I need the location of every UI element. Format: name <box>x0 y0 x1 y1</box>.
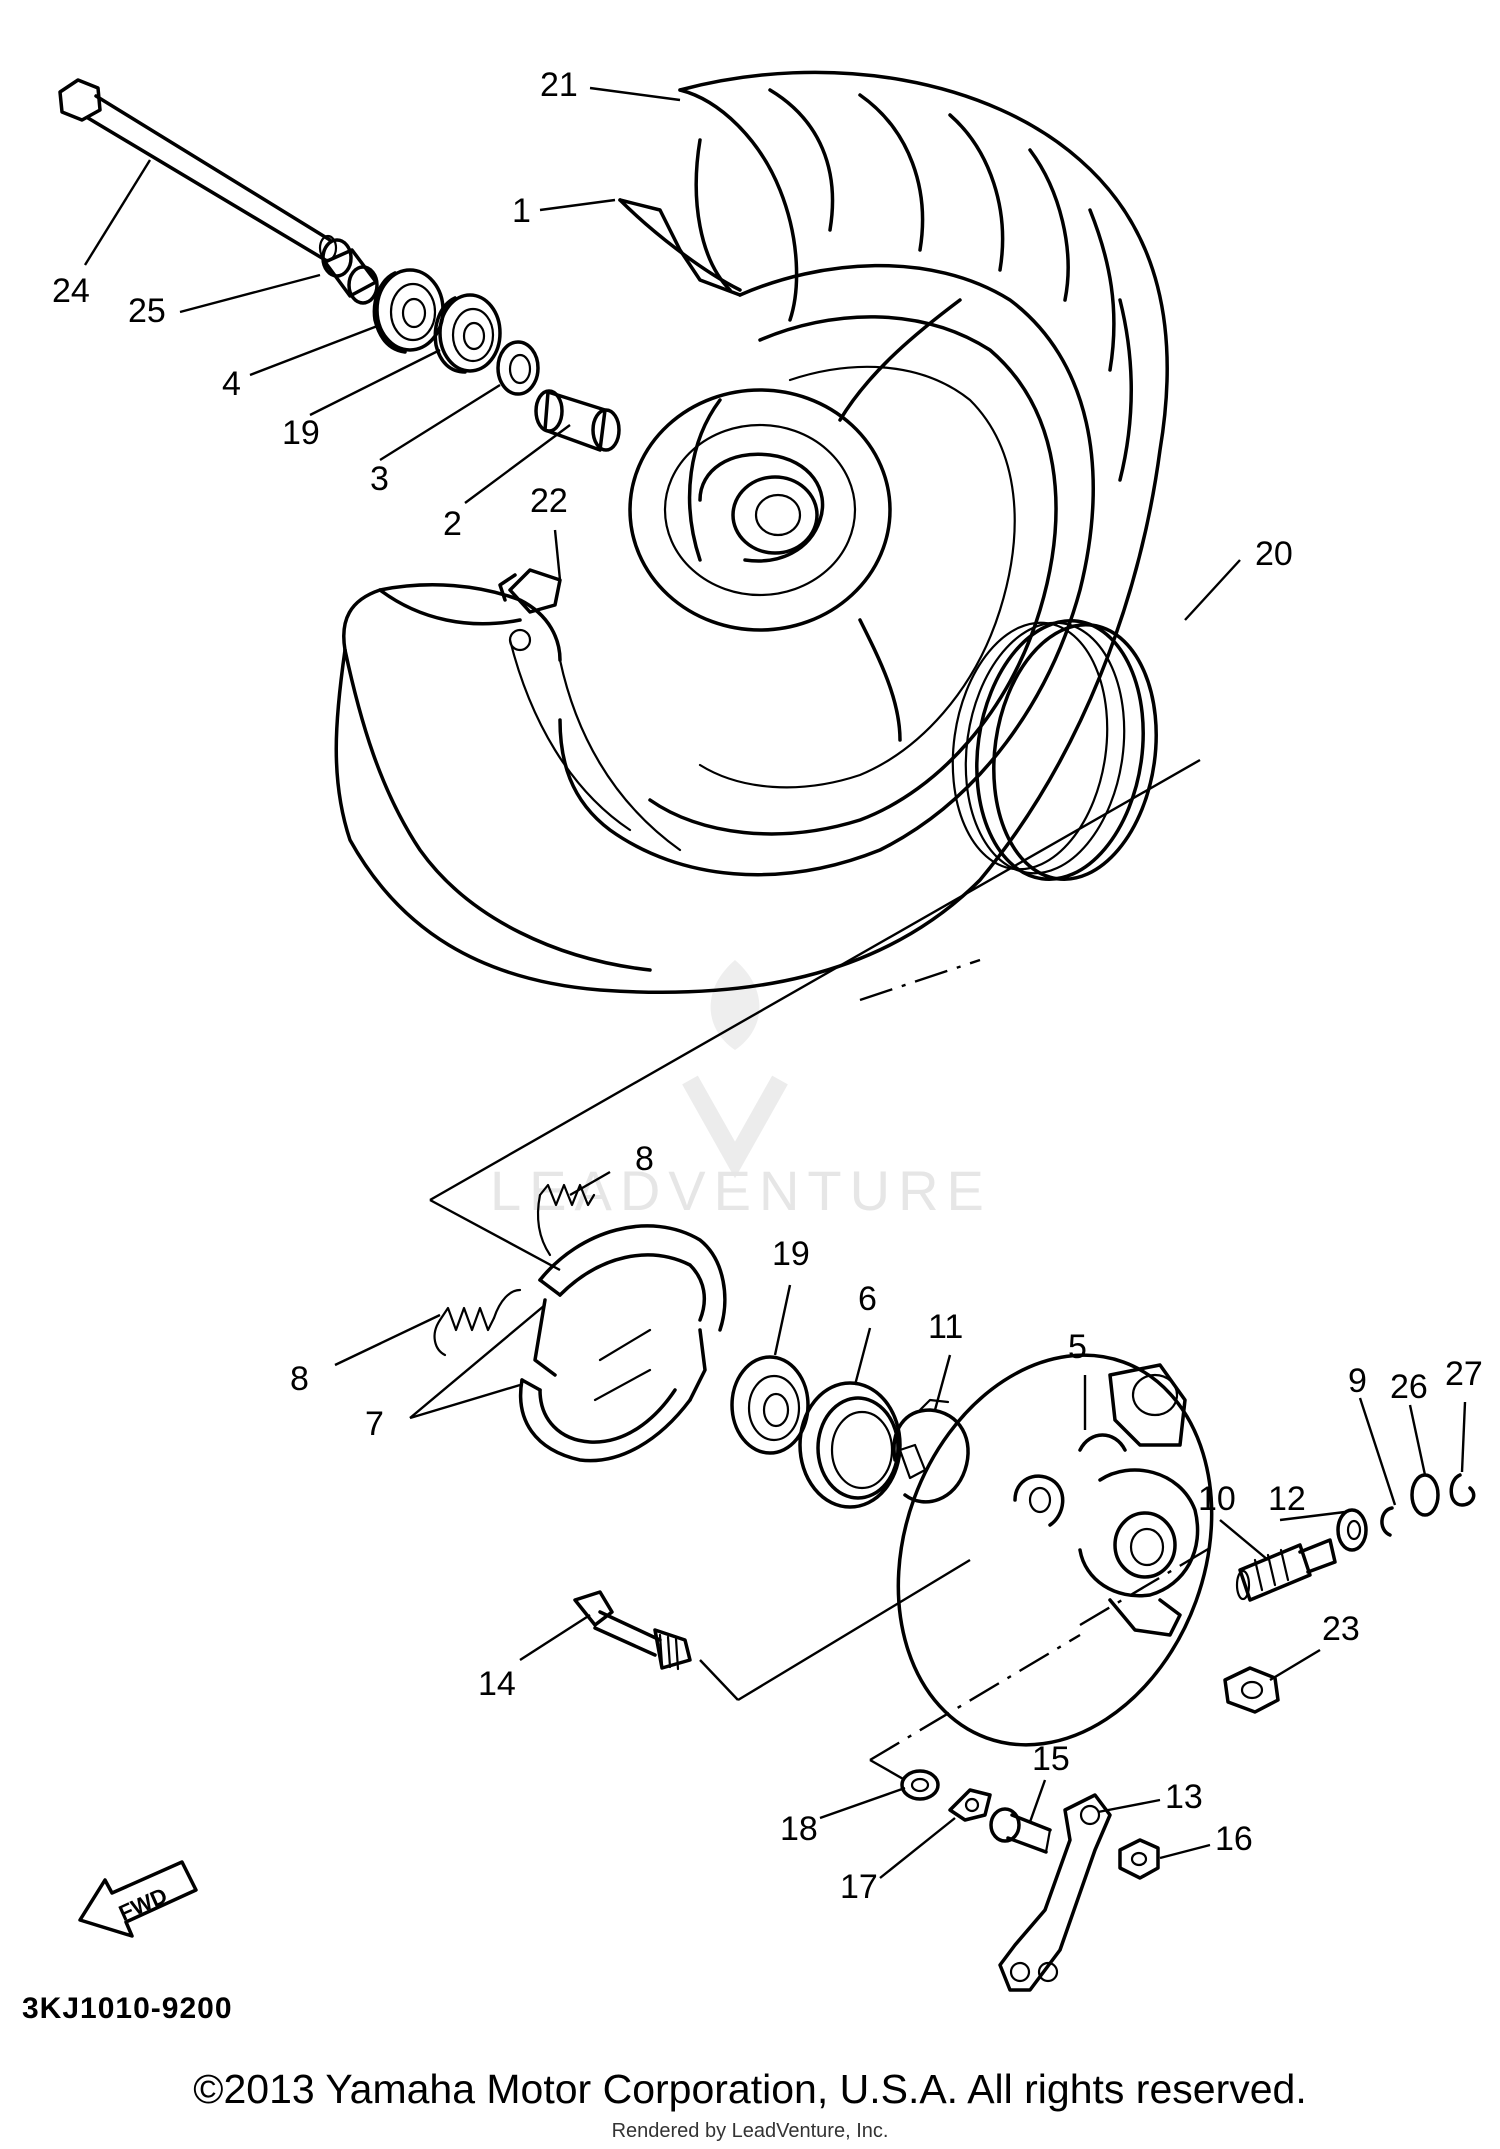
oil-seal-6 <box>798 1381 902 1509</box>
brake-shoes-7 <box>518 1224 727 1463</box>
label-part-27: 27 <box>1445 1355 1483 1393</box>
spacer-3 <box>496 340 540 396</box>
label-part-4: 4 <box>222 365 241 403</box>
bolt-15 <box>989 1807 1052 1854</box>
collar-25 <box>321 238 379 305</box>
washer-18 <box>900 1769 940 1801</box>
label-part-10: 10 <box>1198 1480 1236 1518</box>
label-part-7: 7 <box>365 1405 384 1443</box>
label-part-8b: 8 <box>290 1360 309 1398</box>
bearing-19-upper <box>433 293 502 374</box>
gear-10 <box>1235 1538 1337 1602</box>
label-part-22: 22 <box>530 482 568 520</box>
nut-16 <box>1118 1838 1160 1880</box>
indicator-17 <box>948 1788 992 1822</box>
group-lines <box>429 758 1216 1782</box>
spring-8-upper <box>536 1183 596 1257</box>
spring-8-left <box>433 1288 522 1357</box>
gear-11 <box>892 1398 970 1504</box>
label-part-12: 12 <box>1268 1480 1306 1518</box>
part-labels: 21 1 24 25 4 19 3 2 22 20 8 8 7 19 6 11 … <box>52 66 1483 1906</box>
label-part-23: 23 <box>1322 1610 1360 1648</box>
label-part-13: 13 <box>1165 1778 1203 1816</box>
watermark: LEADVENTURE <box>490 960 992 1222</box>
camshaft-14 <box>573 1590 692 1671</box>
label-part-25: 25 <box>128 292 166 330</box>
washer-12 <box>1336 1508 1368 1552</box>
fwd-arrow: FWD <box>78 1860 198 1938</box>
label-part-17: 17 <box>840 1868 878 1906</box>
rendered-by-credit: Rendered by LeadVenture, Inc. <box>611 2120 889 2142</box>
brake-plate-5 <box>896 1353 1214 1747</box>
label-part-16: 16 <box>1215 1820 1253 1858</box>
lever-13 <box>998 1793 1112 1992</box>
label-part-18: 18 <box>780 1810 818 1848</box>
diagram-code: 3KJ1010-9200 <box>22 1992 233 2025</box>
label-part-19b: 19 <box>772 1235 810 1273</box>
label-part-24: 24 <box>52 272 90 310</box>
label-part-21: 21 <box>540 66 578 104</box>
tube-20 <box>951 619 1158 881</box>
label-part-5: 5 <box>1068 1328 1087 1366</box>
label-part-14: 14 <box>478 1665 516 1703</box>
axle-24 <box>58 78 338 262</box>
label-part-20: 20 <box>1255 535 1293 573</box>
label-part-15: 15 <box>1032 1740 1070 1778</box>
clip-27 <box>1449 1473 1476 1507</box>
bearing-4 <box>372 268 445 354</box>
label-part-3: 3 <box>370 460 389 498</box>
label-part-2: 2 <box>443 505 462 543</box>
nut-23 <box>1223 1666 1280 1714</box>
label-part-19a: 19 <box>282 414 320 452</box>
label-part-9: 9 <box>1348 1362 1367 1400</box>
bearing-19-lower <box>730 1355 810 1455</box>
o-ring-26 <box>1410 1473 1440 1517</box>
circlip-9 <box>1380 1506 1394 1537</box>
copyright-notice: ©2013 Yamaha Motor Corporation, U.S.A. A… <box>193 2066 1307 2112</box>
spacer-2 <box>534 389 621 452</box>
label-part-1: 1 <box>512 192 531 230</box>
wheel-assembly <box>334 70 1169 995</box>
leader-lines <box>83 86 1467 1879</box>
label-part-11: 11 <box>928 1308 963 1346</box>
label-part-6: 6 <box>858 1280 877 1318</box>
label-part-8a: 8 <box>635 1140 654 1178</box>
watermark-text: LEADVENTURE <box>490 1159 992 1222</box>
label-part-26: 26 <box>1390 1368 1428 1406</box>
